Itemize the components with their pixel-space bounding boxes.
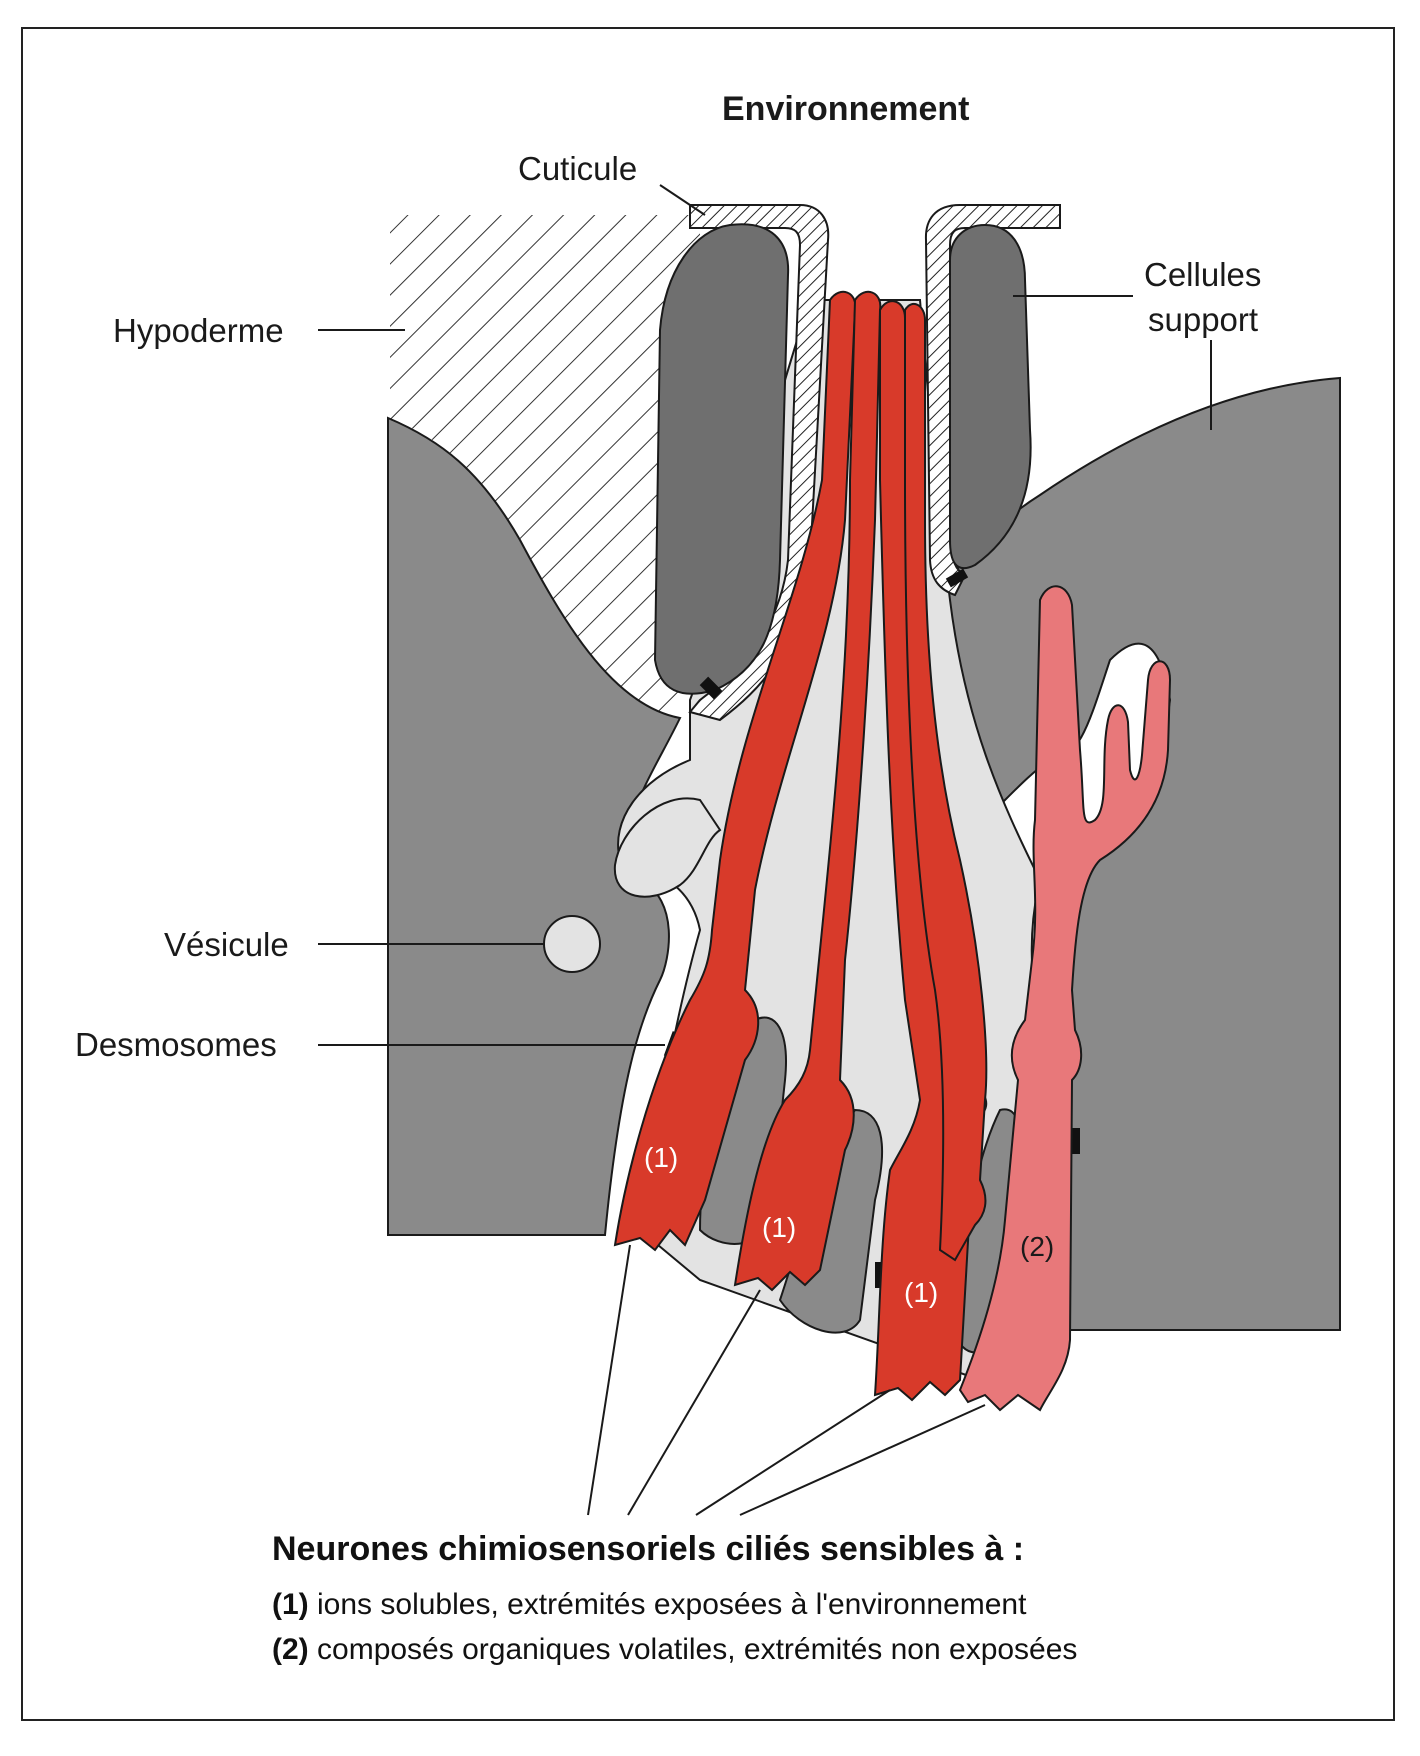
junction-desmosome-5	[1070, 1128, 1080, 1154]
vesicle-bud	[613, 797, 722, 898]
vesicle-label: Vésicule	[164, 926, 289, 963]
leader-neuron-2	[627, 1289, 761, 1516]
neuron-marker-1a: (1)	[644, 1142, 679, 1173]
leader-lines	[318, 184, 1212, 1516]
support-cell-right	[949, 223, 1032, 570]
support-cells-label-line2: support	[1148, 301, 1259, 338]
caption-item-1: (1) ions solubles, extrémités exposées à…	[272, 1588, 1026, 1622]
hypodermis-label: Hypoderme	[113, 312, 284, 349]
vesicle	[543, 915, 601, 973]
leader-neuron-3	[695, 1389, 891, 1516]
neuron-type1-d	[904, 302, 988, 1262]
support-cell-left	[653, 223, 790, 695]
neuron-marker-2: (2)	[1020, 1231, 1055, 1262]
desmosomes-label: Desmosomes	[75, 1026, 277, 1063]
environment-label: Environnement	[722, 90, 970, 128]
caption-item-1-marker: (1)	[272, 1588, 309, 1621]
junction-left-top	[699, 676, 723, 700]
junction-right-top	[945, 568, 969, 588]
neuron-marker-1b: (1)	[762, 1212, 797, 1243]
leader-neuron-4	[739, 1404, 986, 1516]
hypodermis-region	[390, 215, 700, 715]
frame-border	[21, 27, 1395, 1721]
cuticle-label: Cuticule	[518, 150, 638, 187]
caption-item-2-marker: (2)	[272, 1633, 309, 1666]
neuron-marker-1c: (1)	[904, 1277, 939, 1308]
leader-neuron-1	[587, 1244, 631, 1516]
caption-item-1-text: ions solubles, extrémités exposées à l'e…	[317, 1588, 1027, 1621]
neuron-type1-b	[733, 290, 882, 1292]
support-cells-label-line1: Cellules	[1144, 256, 1262, 293]
caption-title: Neurones chimiosensoriels ciliés sensibl…	[272, 1530, 1025, 1568]
caption-item-2: (2) composés organiques volatiles, extré…	[272, 1633, 1077, 1667]
neuron-type2	[958, 585, 1172, 1412]
leader-cuticle	[659, 184, 706, 216]
neuron-type1-a	[613, 290, 857, 1252]
caption-item-2-text: composés organiques volatiles, extrémité…	[317, 1633, 1078, 1666]
